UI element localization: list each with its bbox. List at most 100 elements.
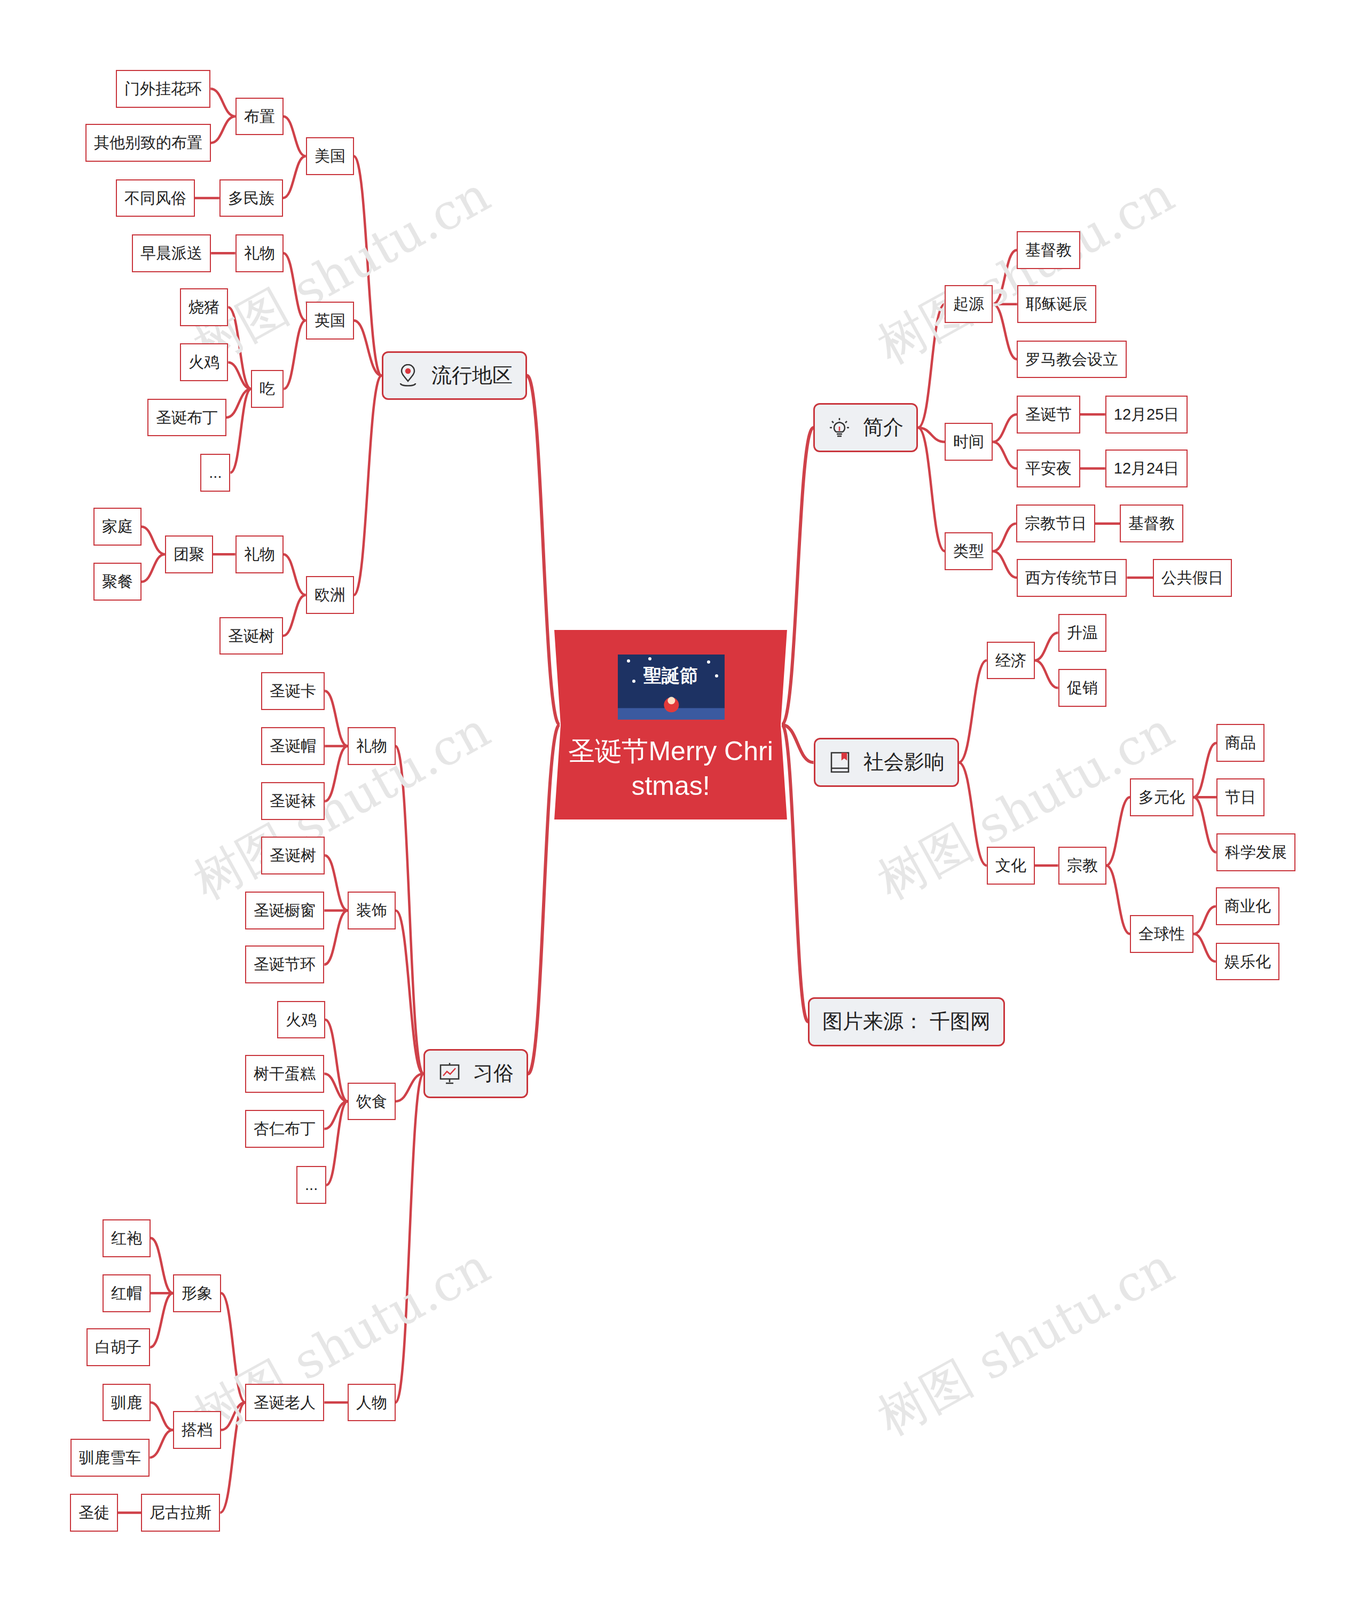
- subtopic: 圣诞树: [261, 836, 325, 875]
- subtopic: 聚餐: [93, 562, 142, 601]
- chart-icon-stroke: [445, 1063, 454, 1084]
- subtopic: 礼物: [235, 535, 284, 574]
- picture-snow: [706, 660, 711, 664]
- subtopic: 公共假日: [1152, 559, 1232, 597]
- subtopic: 圣诞树: [219, 617, 284, 656]
- topic-label: 早晨派送: [140, 244, 203, 262]
- branch-connector: [354, 320, 382, 376]
- topic-label: 升温: [1066, 624, 1098, 642]
- topic-label: 圣诞卡: [269, 682, 317, 700]
- branch-connector: [213, 553, 236, 556]
- topic-label: 简介: [862, 415, 904, 441]
- topic-label: 全球性: [1138, 925, 1185, 943]
- topic-label: 布置: [244, 107, 276, 125]
- subtopic: 圣诞节环: [245, 945, 325, 984]
- topic-label: 宗教节日: [1024, 514, 1087, 532]
- topic-label: 门外挂花环: [124, 80, 202, 98]
- subtopic: 红帽: [102, 1274, 151, 1313]
- watermark: 树图 shutu.cn: [182, 697, 502, 916]
- branch-connector: [917, 427, 945, 552]
- branch-connector: [149, 1430, 174, 1459]
- topic-label: 流行地区: [431, 363, 513, 389]
- topic-label: 圣徒: [78, 1504, 110, 1522]
- subtopic: 门外挂花环: [115, 69, 211, 108]
- branch-connector: [194, 197, 220, 200]
- branch-connector: [992, 523, 1017, 552]
- topic-label: 圣诞树: [269, 846, 317, 864]
- topic-label: 聚餐: [101, 572, 133, 591]
- subtopic: 装饰: [347, 891, 396, 930]
- topic-label: 其他别致的布置: [93, 134, 203, 152]
- subtopic: 早晨派送: [131, 234, 211, 273]
- topic-label: 社会影响: [863, 750, 945, 775]
- subtopic: 形象: [173, 1274, 222, 1313]
- subtopic: 12月24日: [1105, 449, 1189, 488]
- subtopic: 基督教: [1016, 231, 1081, 270]
- branch-connector: [283, 156, 306, 199]
- topic-label: 多民族: [228, 189, 275, 207]
- topic-label: 圣诞布丁: [155, 409, 218, 427]
- subtopic: 罗马教会设立: [1016, 340, 1127, 379]
- picture-snow: [715, 674, 719, 678]
- book-icon-stroke: [831, 767, 849, 770]
- branch-connector: [395, 1073, 424, 1403]
- central-topic-fill: [554, 630, 788, 821]
- topic-label: 人物: [356, 1394, 388, 1412]
- branch-connector: [141, 527, 166, 555]
- branch-connector: [324, 1073, 348, 1102]
- topic-label: 尼古拉斯: [149, 1504, 212, 1522]
- subtopic: 宗教: [1058, 846, 1107, 885]
- book-icon: [828, 750, 852, 775]
- branch-connector: [150, 1293, 174, 1348]
- branch-connector: [1193, 743, 1217, 798]
- topic-label: 宗教: [1066, 857, 1098, 875]
- subtopic: 文化: [986, 846, 1035, 885]
- subtopic: 礼物: [347, 727, 396, 766]
- topic-label: 红袍: [111, 1229, 143, 1247]
- main-topic: 图片来源： 千图网: [807, 997, 1005, 1047]
- topic-label: 圣诞节: [1025, 405, 1072, 423]
- branch-connector: [992, 414, 1017, 443]
- picture-santa: [663, 697, 679, 713]
- branch-connector: [527, 375, 560, 726]
- branch-connector: [326, 1101, 348, 1186]
- subtopic: 吃: [250, 370, 284, 408]
- subtopic: 科学发展: [1216, 833, 1296, 872]
- book-icon-stroke: [842, 752, 847, 760]
- subtopic: 团聚: [165, 535, 214, 574]
- subtopic: 美国: [305, 137, 355, 176]
- topic-label: 团聚: [173, 545, 205, 563]
- topic-label: 习俗: [473, 1061, 514, 1087]
- subtopic: 家庭: [93, 507, 142, 546]
- branch-connector: [992, 442, 1017, 469]
- branch-connector: [1080, 467, 1106, 470]
- subtopic: 圣诞节: [1016, 395, 1081, 434]
- subtopic: 杏仁布丁: [245, 1110, 325, 1149]
- bulb-icon-stroke: [829, 418, 850, 437]
- branch-connector: [324, 855, 348, 911]
- topic-label: 平安夜: [1025, 459, 1072, 477]
- main-topic: 社会影响: [813, 737, 960, 788]
- topic-label: 家庭: [101, 517, 133, 536]
- topic-label: 圣诞节环: [253, 955, 316, 973]
- topic-label: 圣诞袜: [269, 792, 317, 810]
- pin-icon-stroke: [400, 383, 416, 387]
- bulb-icon-stroke: [834, 422, 845, 432]
- subtopic: 白胡子: [86, 1328, 151, 1367]
- pin-icon-stroke: [401, 364, 415, 382]
- topic-label: 烧猪: [188, 298, 220, 316]
- subtopic: 圣诞袜: [261, 782, 325, 821]
- subtopic: 圣诞橱窗: [245, 891, 325, 930]
- subtopic: 饮食: [347, 1082, 396, 1121]
- branch-connector: [210, 116, 236, 144]
- picture-snow: [632, 679, 636, 683]
- branch-connector: [230, 388, 251, 473]
- topic-label: 搭档: [181, 1421, 213, 1439]
- subtopic: 布置: [235, 97, 284, 136]
- topic-label: 西方传统节日: [1025, 569, 1119, 587]
- topic-label: 驯鹿: [111, 1394, 143, 1412]
- topic-label: 促销: [1066, 679, 1098, 697]
- branch-connector: [118, 1511, 141, 1515]
- branch-connector: [781, 427, 814, 725]
- topic-label: 圣诞橱窗: [253, 901, 316, 919]
